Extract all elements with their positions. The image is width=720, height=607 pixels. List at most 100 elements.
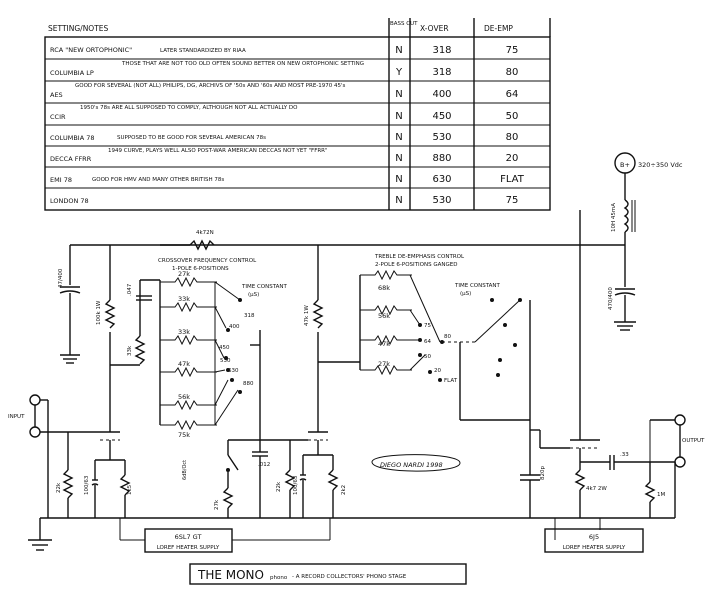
row-bass-cut: N — [395, 45, 402, 56]
b-plus-voltage: 320÷350 Vdc — [638, 161, 683, 169]
r-bass-label: 27k — [214, 499, 220, 510]
xover-pos: 630 — [228, 368, 239, 374]
treble-pos: FLAT — [444, 378, 458, 384]
input-label: INPUT — [8, 414, 25, 420]
xover-r-label: 33k — [178, 295, 190, 303]
treble-pos: 20 — [434, 368, 441, 374]
row-bass-cut: N — [395, 111, 402, 122]
treble-network: TREBLE DE-EMPHASIS CONTROL 2-POLE 6-POSI… — [359, 254, 546, 518]
row-notes: THOSE THAT ARE NOT TOO OLD OFTEN SOUND B… — [122, 61, 365, 67]
treble-time-unit: (µS) — [460, 291, 471, 297]
row-xover: 318 — [432, 67, 451, 78]
row-bass-cut: N — [395, 153, 402, 164]
table-header-de-emp: DE-EMP — [484, 24, 513, 33]
curve-table: SETTING/NOTES BASS CUT X-OVER DE-EMP RCA… — [44, 18, 551, 211]
output-stage: 4k7 2W .33 1M OUTPUT — [530, 245, 705, 518]
r-left-1-label: 100k 1W — [96, 300, 102, 325]
xover-r: 27k — [160, 270, 217, 288]
row-xover: 530 — [432, 132, 451, 143]
row-notes: SUPPOSED TO BE GOOD FOR SEVERAL AMERICAN… — [117, 135, 266, 141]
row-setting: EMI 78 — [50, 176, 72, 184]
title-small: phono — [270, 575, 288, 581]
row-xover: 400 — [432, 89, 451, 100]
row-de-emp: 20 — [506, 153, 519, 164]
r-out2-label: 1M — [657, 492, 665, 498]
table-header-bass-cut: BASS CUT — [390, 21, 418, 27]
row-de-emp: 75 — [506, 45, 519, 56]
tube2-box: 6J5 LOREF HEATER SUPPLY — [544, 518, 644, 553]
row-setting: AES — [50, 91, 63, 99]
table-header-xover: X-OVER — [420, 24, 449, 33]
row-de-emp: 75 — [506, 195, 519, 206]
tube2-name: 6J5 — [589, 533, 599, 541]
row-bass-cut: N — [395, 174, 402, 185]
treble-label: TREBLE DE-EMPHASIS CONTROL — [374, 254, 465, 260]
treble-time-constant: TIME CONSTANT — [454, 283, 501, 289]
signature-text: DIEGO NARDI 1998 — [380, 461, 443, 469]
crossover-label: CROSSOVER FREQUENCY CONTROL — [158, 258, 257, 264]
bass-cut-switch: BASS CUT 50Hz 6dB/Oct 27k .012 22k — [180, 439, 296, 518]
c-33-label: .33 — [620, 452, 629, 458]
tube1-name: 6SL7 GT — [175, 533, 202, 541]
row-bass-cut: Y — [395, 67, 403, 78]
second-section-load: 47k 1W — [304, 245, 360, 432]
treble-r-label: 56k — [378, 312, 390, 320]
r-left-2-label: 33k — [127, 345, 133, 356]
row-bass-cut: N — [395, 132, 402, 143]
r-cath1-label: 1k5 — [127, 484, 133, 495]
row-xover: 630 — [432, 174, 451, 185]
input-jack: INPUT 22k — [8, 394, 100, 518]
row-notes: 1949 CURVE, PLAYS WELL ALSO POST-WAR AME… — [108, 148, 328, 154]
xover-r: 33k — [160, 295, 217, 313]
r-mid-label: 22k — [276, 481, 282, 492]
c-cath1-label: 100/63 — [84, 475, 90, 495]
tube2-note: LOREF HEATER SUPPLY — [563, 545, 626, 551]
left-decoupling: 47/400 — [58, 245, 81, 364]
row-notes: LATER STANDARDIZED BY RIAA — [160, 48, 246, 54]
row-de-emp: 80 — [506, 67, 519, 78]
xover-r: 33k — [160, 328, 217, 346]
row-notes: GOOD FOR SEVERAL (NOT ALL) PHILIPS, DG, … — [75, 83, 346, 89]
rails — [28, 210, 675, 551]
treble-pos: 64 — [424, 339, 431, 345]
crossover-sub: 1-POLE 6-POSITIONS — [172, 266, 229, 272]
row-de-emp: 50 — [506, 111, 519, 122]
feedback-resistor-label: 4k72N — [196, 230, 214, 236]
tube1-sections: 100/63 1k5 100/63 2k2 — [84, 431, 347, 518]
row-setting: LONDON 78 — [50, 197, 89, 205]
xover-time-unit: (µS) — [248, 292, 259, 298]
r-load-2-label: 47k 1W — [304, 305, 310, 326]
b-plus-symbol: B+ — [620, 161, 630, 169]
xover-r: 75k — [160, 419, 217, 439]
xover-pos: 530 — [220, 358, 231, 364]
treble-r: 68k — [360, 269, 412, 292]
treble-r-label: 27k — [378, 360, 390, 368]
row-setting: RCA "NEW ORTOPHONIC" — [50, 46, 132, 54]
tube1-note: LOREF HEATER SUPPLY — [157, 545, 220, 551]
xover-r-label: 47k — [178, 360, 190, 368]
treble-sub: 2-POLE 6-POSITIONS GANGED — [375, 262, 457, 268]
c-b-plus-label: 470/400 — [608, 287, 614, 310]
table-header-notes: SETTING/NOTES — [48, 24, 109, 33]
row-setting: CCIR — [50, 113, 66, 121]
c-047-label: .047 — [127, 283, 133, 296]
c-in-top-label: 47/400 — [58, 268, 64, 288]
row-de-emp: 80 — [506, 132, 519, 143]
tube1-box: 6SL7 GT LOREF HEATER SUPPLY — [119, 518, 331, 553]
xover-r: 47k — [160, 360, 217, 378]
row-setting: DECCA FFRR — [50, 155, 92, 163]
input-stage-loads: 100k 1W 33k .047 — [96, 245, 160, 432]
c-820-label: 820p — [540, 466, 546, 480]
r-out1-label: 4k7 2W — [586, 486, 607, 492]
xover-r-label: 33k — [178, 328, 190, 336]
treble-pos: 50 — [424, 354, 431, 360]
title-block: THE MONO phono - A RECORD COLLECTORS' PH… — [189, 563, 467, 585]
c-cath2-label: 100/63 — [293, 475, 299, 495]
treble-pos: 80 — [444, 334, 451, 340]
xover-time-constant: TIME CONSTANT — [241, 284, 288, 290]
feedback-resistor: 4k72N — [160, 230, 215, 251]
xover-r-label: 75k — [178, 431, 190, 439]
row-de-emp: 64 — [506, 89, 519, 100]
xover-r-label: 56k — [178, 393, 190, 401]
xover-r: 56k — [160, 393, 217, 411]
